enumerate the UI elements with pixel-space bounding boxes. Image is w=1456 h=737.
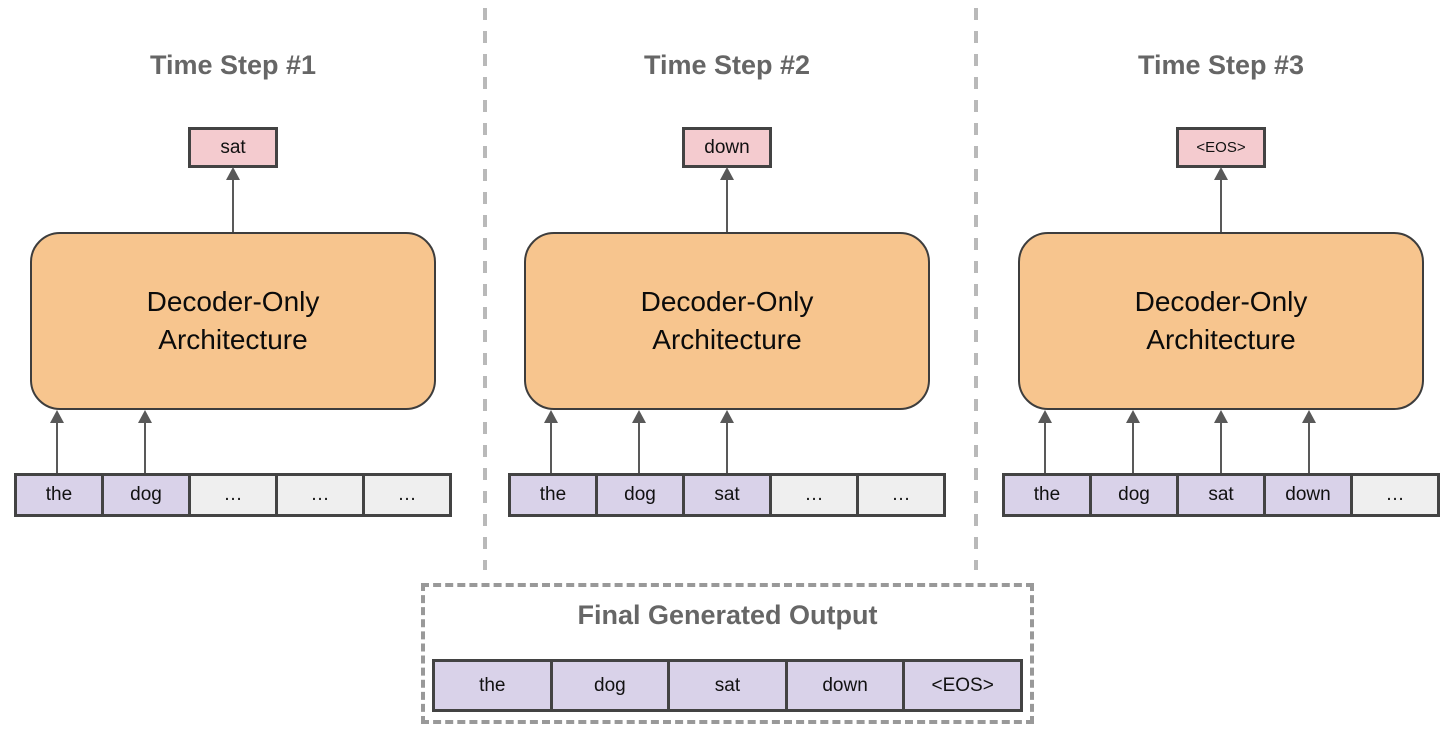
- arrow-line: [1220, 422, 1222, 473]
- input-token: down: [1263, 473, 1353, 517]
- output-token-box: <EOS>: [1176, 127, 1266, 168]
- decoder-block: Decoder-Only Architecture: [524, 232, 930, 410]
- arrow-up-icon: [1214, 167, 1228, 180]
- arrow-up-icon: [720, 167, 734, 180]
- arrow-up-icon: [1038, 410, 1052, 423]
- output-token-box: sat: [188, 127, 278, 168]
- arrow-line: [1308, 422, 1310, 473]
- input-token-placeholder: …: [188, 473, 278, 517]
- arrow-up-icon: [226, 167, 240, 180]
- output-token-label: <EOS>: [1196, 139, 1246, 156]
- input-token: dog: [1089, 473, 1179, 517]
- final-output-box: Final Generated Output the dog sat down …: [421, 583, 1034, 724]
- arrow-line: [232, 179, 234, 232]
- input-token-row: the dog … … …: [14, 473, 452, 517]
- final-output-token: sat: [667, 659, 788, 712]
- input-token: the: [1002, 473, 1092, 517]
- arrow-line: [726, 422, 728, 473]
- panel-title: Time Step #3: [1137, 50, 1305, 80]
- final-output-token: dog: [549, 659, 671, 712]
- arrow-line: [550, 422, 552, 473]
- arrow-line: [638, 422, 640, 473]
- arrow-up-icon: [50, 410, 64, 423]
- final-output-token: <EOS>: [902, 659, 1023, 712]
- final-output-title: Final Generated Output: [577, 600, 878, 630]
- input-token-row: the dog sat … …: [508, 473, 946, 517]
- panel-title: Time Step #1: [149, 50, 317, 80]
- final-output-token: the: [432, 659, 553, 712]
- arrow-line: [1132, 422, 1134, 473]
- arrow-up-icon: [1126, 410, 1140, 423]
- arrow-line: [1044, 422, 1046, 473]
- panel-separator-line: [483, 8, 487, 570]
- input-token: sat: [1176, 473, 1266, 517]
- input-token-placeholder: …: [362, 473, 452, 517]
- panel-title: Time Step #2: [643, 50, 811, 80]
- final-output-token-row: the dog sat down <EOS>: [432, 659, 1023, 712]
- decoder-block: Decoder-Only Architecture: [30, 232, 436, 410]
- input-token: dog: [595, 473, 685, 517]
- input-token-placeholder: …: [856, 473, 946, 517]
- input-token: the: [508, 473, 598, 517]
- input-token-placeholder: …: [769, 473, 859, 517]
- input-token: sat: [682, 473, 772, 517]
- decoder-block-label: Decoder-Only Architecture: [640, 286, 814, 355]
- arrow-line: [1220, 179, 1222, 232]
- input-token-row: the dog sat down …: [1002, 473, 1440, 517]
- input-token: the: [14, 473, 104, 517]
- arrow-line: [56, 422, 58, 473]
- arrow-up-icon: [632, 410, 646, 423]
- output-token-label: sat: [220, 136, 246, 158]
- arrow-up-icon: [1302, 410, 1316, 423]
- arrow-up-icon: [1214, 410, 1228, 423]
- output-token-box: down: [682, 127, 772, 168]
- arrow-up-icon: [138, 410, 152, 423]
- panel-separator-line: [974, 8, 978, 570]
- input-token: dog: [101, 473, 191, 517]
- arrow-up-icon: [544, 410, 558, 423]
- arrow-up-icon: [720, 410, 734, 423]
- decoder-block-label: Decoder-Only Architecture: [1134, 286, 1308, 355]
- input-token-placeholder: …: [275, 473, 365, 517]
- final-output-token: down: [784, 659, 906, 712]
- output-token-label: down: [704, 136, 750, 158]
- arrow-line: [144, 422, 146, 473]
- input-token-placeholder: …: [1350, 473, 1440, 517]
- arrow-line: [726, 179, 728, 232]
- decoder-block: Decoder-Only Architecture: [1018, 232, 1424, 410]
- decoder-block-label: Decoder-Only Architecture: [146, 286, 320, 355]
